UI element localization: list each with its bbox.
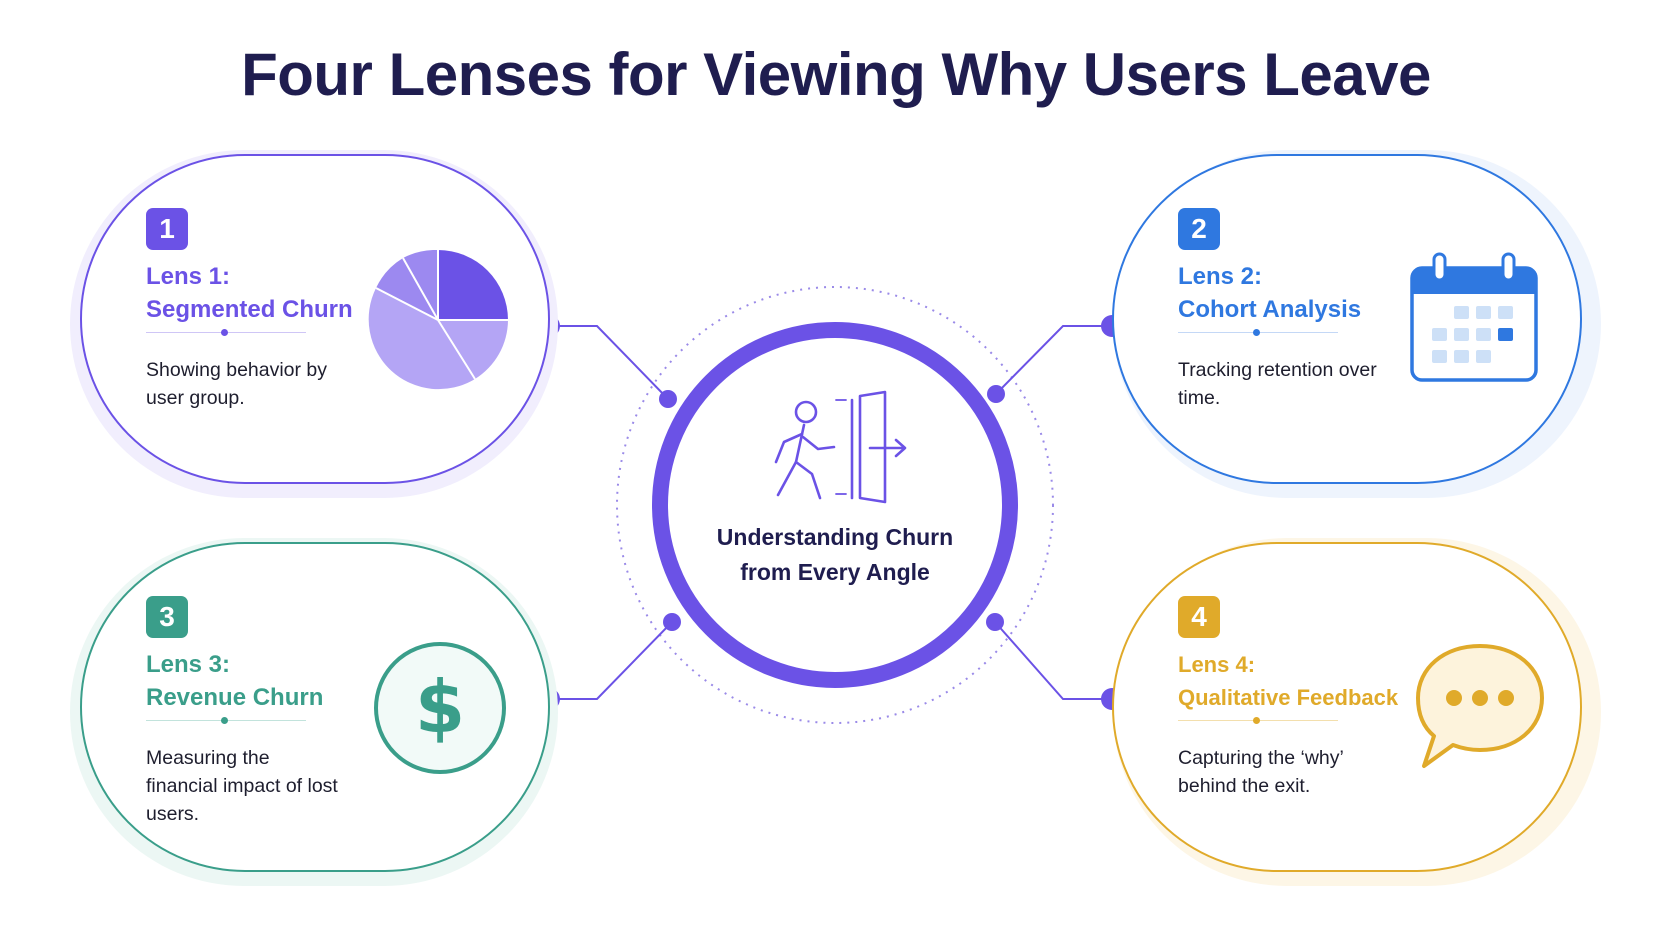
- page-title: Four Lenses for Viewing Why Users Leave: [241, 41, 1431, 108]
- lens-3-subtitle: Revenue Churn: [146, 684, 324, 711]
- lens-1-card: 1 Lens 1: Segmented Churn Showing behavi…: [80, 154, 550, 484]
- person-exiting-door-icon: [774, 390, 907, 504]
- lens-2-description: Tracking retention over time.: [1178, 359, 1377, 409]
- lens-4-heading: Lens 4: Qualitative Feedback: [1178, 648, 1398, 714]
- speech-bubble-icon: [1416, 644, 1544, 768]
- lens-3-divider: [146, 717, 306, 724]
- dollar-icon: $: [374, 642, 506, 774]
- connector-lens-1: [549, 325, 669, 400]
- lens-3-title: Lens 3:: [146, 651, 231, 678]
- lens-4-title: Lens 4:: [1178, 652, 1256, 677]
- center-ring: [652, 322, 1018, 688]
- connector-lens-4: [994, 621, 1112, 700]
- lens-4-description: Capturing the ‘why’ behind the exit.: [1178, 747, 1344, 797]
- lens-1-title: Lens 1:: [146, 263, 231, 290]
- calendar-icon: [1410, 252, 1538, 382]
- lens-1-divider: [146, 329, 306, 336]
- connector-dot-lens-2-inner: [987, 385, 1005, 403]
- lens-1-heading: Lens 1: Segmented Churn: [146, 260, 353, 326]
- lens-4-divider-dot: [1253, 717, 1260, 724]
- lens-1-description: Showing behavior by user group.: [146, 359, 328, 409]
- lens-4-card: 4 Lens 4: Qualitative Feedback Capturing…: [1112, 542, 1582, 872]
- connector-dot-lens-3-inner: [663, 613, 681, 631]
- lens-2-subtitle: Cohort Analysis: [1178, 296, 1362, 323]
- lens-2-card: 2 Lens 2: Cohort Analysis Tracking reten…: [1112, 154, 1582, 484]
- lens-3-number-badge: 3: [146, 596, 188, 638]
- lens-2-divider: [1178, 329, 1338, 336]
- connector-lens-2: [995, 325, 1112, 395]
- lens-2-title: Lens 2:: [1178, 263, 1263, 290]
- lens-3-description: Measuring the financial impact of lost u…: [146, 747, 338, 825]
- lens-1-divider-dot: [221, 329, 228, 336]
- lens-2-divider-dot: [1253, 329, 1260, 336]
- lens-2-heading: Lens 2: Cohort Analysis: [1178, 260, 1361, 326]
- svg-text:$: $: [415, 665, 465, 749]
- lens-3-card: 3 Lens 3: Revenue Churn Measuring the fi…: [80, 542, 550, 872]
- connector-lens-3: [549, 621, 673, 700]
- connector-dot-lens-4-inner: [986, 613, 1004, 631]
- lens-3-divider-dot: [221, 717, 228, 724]
- lens-3-heading: Lens 3: Revenue Churn: [146, 648, 323, 714]
- lens-4-divider: [1178, 717, 1338, 724]
- center-label: Understanding Churn from Every Angle: [716, 524, 954, 585]
- lens-1-subtitle: Segmented Churn: [146, 296, 353, 323]
- lens-2-number-badge: 2: [1178, 208, 1220, 250]
- connector-dot-lens-1-inner: [659, 390, 677, 408]
- lens-4-number-badge: 4: [1178, 596, 1220, 638]
- pie-chart-icon: [368, 250, 508, 390]
- lens-4-subtitle: Qualitative Feedback: [1178, 685, 1399, 710]
- lens-1-number-badge: 1: [146, 208, 188, 250]
- center-dashed-ring: [616, 286, 1054, 724]
